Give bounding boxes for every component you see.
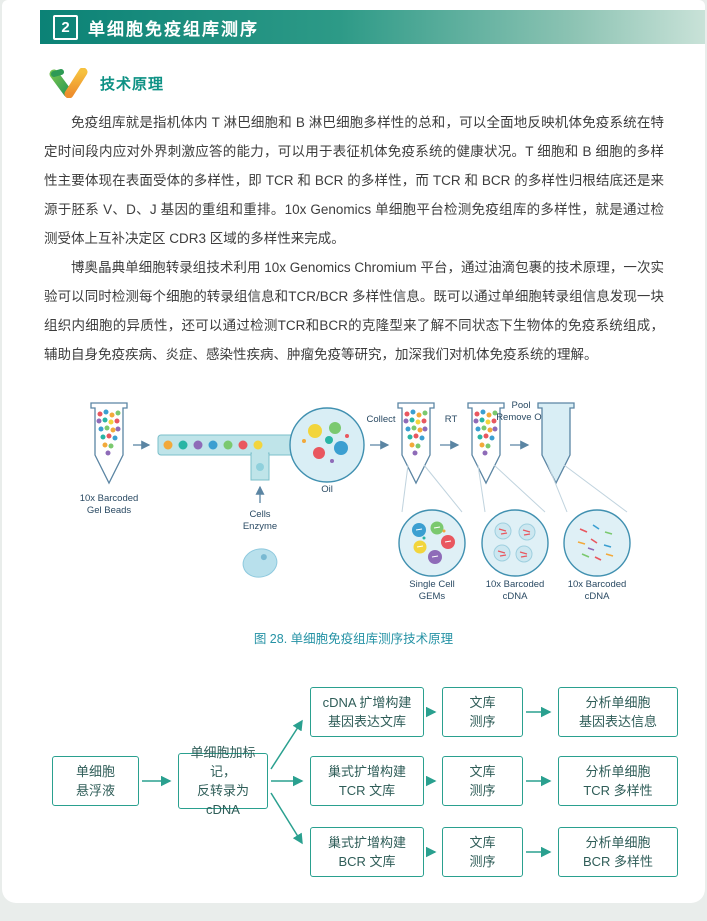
flow-box-cell-suspension: 单细胞 悬浮液 [52,756,139,806]
flow-box-build-tcr-library: 巢式扩增构建 TCR 文库 [310,756,424,806]
section-heading: 技术原理 [100,75,165,93]
arrow-icon [270,792,303,845]
flow-box-analysis-gex: 分析单细胞 基因表达信息 [558,687,678,737]
flow-box-analysis-tcr: 分析单细胞 TCR 多样性 [558,756,678,806]
rt-label: RT [445,414,458,425]
barcoded-cdna-circle-1 [481,509,549,577]
single-cell-gems-circle [398,509,466,577]
gel-beads-label: 10x Barcoded [80,493,139,504]
flow-box-line: TCR 多样性 [583,783,653,798]
pool-label: Pool [511,400,530,411]
gems-label: GEMs [419,591,446,602]
flow-box-line: 反转录为 cDNA [196,783,249,817]
pooled-cdna-tube [537,402,575,484]
figure-28-diagram: 10x Barcoded Gel Beads Cells Enzyme [32,391,705,614]
flow-box-line: 巢式扩增构建 [327,835,406,850]
flow-box-line: 单细胞加标记， [190,745,256,779]
flow-box-line: 文库 [469,764,496,779]
barcoded-cdna-circle-2 [563,509,631,577]
cdna2-label: cDNA [585,591,610,602]
section-banner: 2 单细胞免疫组库测序 [40,10,705,44]
cells-enzyme-label: Cells [249,509,270,520]
flow-box-line: 单细胞 [75,764,115,779]
flow-box-line: 分析单细胞 [585,764,651,779]
cdna1-label: cDNA [503,591,528,602]
flow-box-line: 基因表达文库 [327,714,406,729]
cdna1-label: 10x Barcoded [486,579,545,590]
flow-box-analysis-bcr: 分析单细胞 BCR 多样性 [558,827,678,877]
page: 2 单细胞免疫组库测序 技术原理 免疫组库就是指机体内 T 淋巴细胞和 B 淋巴… [2,0,705,903]
gems-label: Single Cell [409,579,454,590]
oil-droplet-circle [289,407,365,483]
collect-label: Collect [366,414,395,425]
cells-enzyme-label: Enzyme [243,521,277,532]
flow-box-line: 测序 [469,714,496,729]
oil-label: Oil [321,484,333,495]
microfluidic-channel [157,434,295,481]
flow-box-line: 悬浮液 [75,783,115,798]
body-text: 免疫组库就是指机体内 T 淋巴细胞和 B 淋巴细胞多样性的总和，可以全面地反映机… [44,108,664,369]
flow-box-sequencing-3: 文库 测序 [442,827,523,877]
flow-box-line: 测序 [469,854,496,869]
flow-box-line: 分析单细胞 [585,835,651,850]
flow-box-line: cDNA 扩增构建 [322,695,412,710]
figure-28-caption: 图 28. 单细胞免疫组库测序技术原理 [253,632,454,646]
gel-beads-label: Gel Beads [87,505,132,516]
paragraph-1: 免疫组库就是指机体内 T 淋巴细胞和 B 淋巴细胞多样性的总和，可以全面地反映机… [44,115,664,246]
flow-box-line: 基因表达信息 [578,714,657,729]
flowchart-arrows [142,706,552,858]
page-title: 单细胞免疫组库测序 [88,19,259,39]
flow-box-line: 分析单细胞 [585,695,651,710]
cdna2-label: 10x Barcoded [568,579,627,590]
flow-box-line: 文库 [469,835,496,850]
magnifier-lines [401,464,628,513]
gel-beads-tube [90,402,128,484]
section-head: 技术原理 [46,68,705,98]
figure-29-flowchart: 单细胞 悬浮液 单细胞加标记， 反转录为 cDNA cDNA 扩增构建 基因表达… [2,681,705,903]
flow-box-line: TCR 文库 [338,783,396,798]
flow-box-barcode-rt: 单细胞加标记， 反转录为 cDNA [178,745,268,817]
arrow-icon [270,719,303,770]
flow-box-build-bcr-library: 巢式扩增构建 BCR 文库 [310,827,424,877]
flow-box-sequencing-1: 文库 测序 [442,687,523,737]
flow-box-line: 测序 [469,783,496,798]
flow-box-line: 文库 [469,695,496,710]
flow-box-line: 巢式扩增构建 [327,764,406,779]
flow-box-sequencing-2: 文库 测序 [442,756,523,806]
flow-box-build-gex-library: cDNA 扩增构建 基因表达文库 [310,687,424,737]
flow-box-line: BCR 文库 [338,854,396,869]
flow-box-line: BCR 多样性 [582,854,654,869]
cell-blob [242,548,278,578]
pool-label: Remove Oil [496,412,546,423]
section-number: 2 [53,14,78,40]
brand-logo-icon [49,68,88,98]
paragraph-2: 博奥晶典单细胞转录组技术利用 10x Genomics Chromium 平台，… [44,260,664,362]
